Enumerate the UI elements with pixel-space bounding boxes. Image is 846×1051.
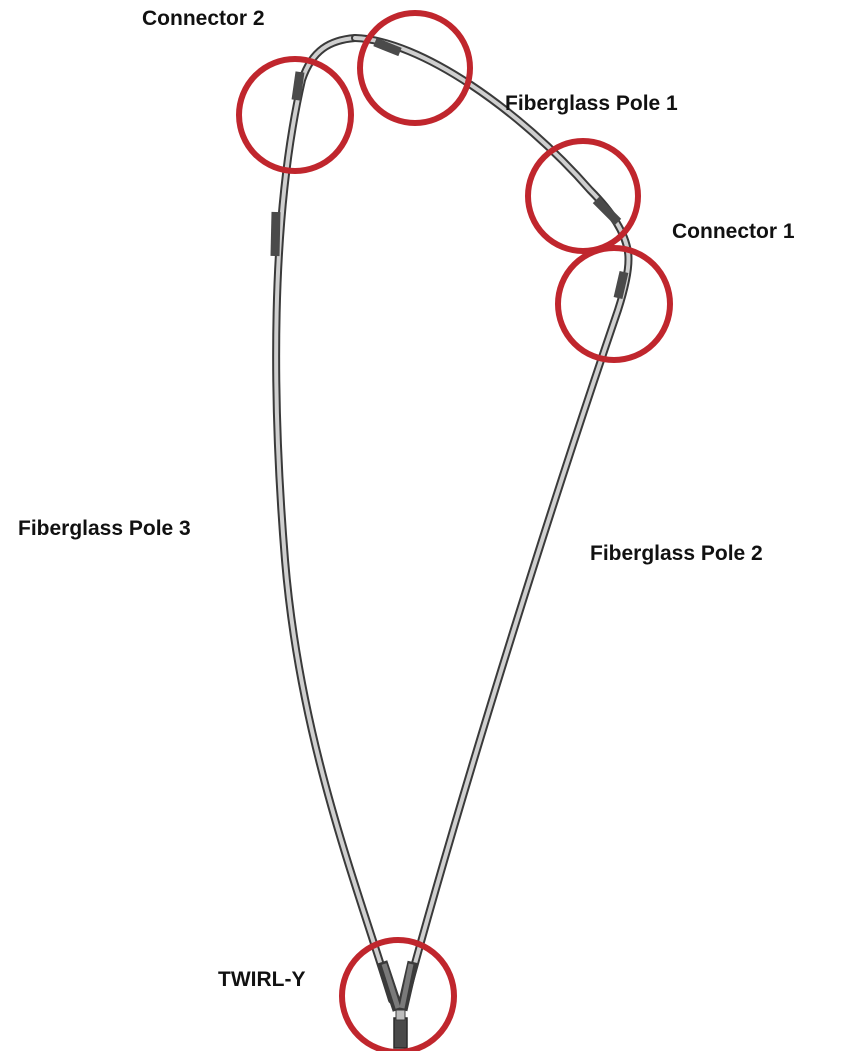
twirl-y-label: TWIRL-Y xyxy=(218,968,305,991)
connector-sleeves xyxy=(270,37,629,300)
fiberglass-pole-2-label: Fiberglass Pole 2 xyxy=(590,542,763,565)
fiberglass-pole-2 xyxy=(401,248,633,1004)
fiberglass-pole-1-label: Fiberglass Pole 1 xyxy=(505,92,678,115)
twirl-y-hub xyxy=(376,960,419,1049)
connector-1-lower-circle xyxy=(555,245,673,363)
fiberglass-pole-3 xyxy=(272,34,396,1004)
connector-2-label: Connector 2 xyxy=(142,7,265,30)
fiberglass-pole-3-label: Fiberglass Pole 3 xyxy=(18,517,191,540)
fiberglass-pole-1 xyxy=(351,34,632,256)
highlight-circles xyxy=(236,10,673,1051)
connector-1-upper-circle xyxy=(525,138,641,254)
connector-2-circle xyxy=(236,56,354,174)
fiberglass-pole-1-top-circle xyxy=(357,10,473,126)
twirl-y-circle xyxy=(339,937,457,1051)
connector-1-label: Connector 1 xyxy=(672,220,795,243)
